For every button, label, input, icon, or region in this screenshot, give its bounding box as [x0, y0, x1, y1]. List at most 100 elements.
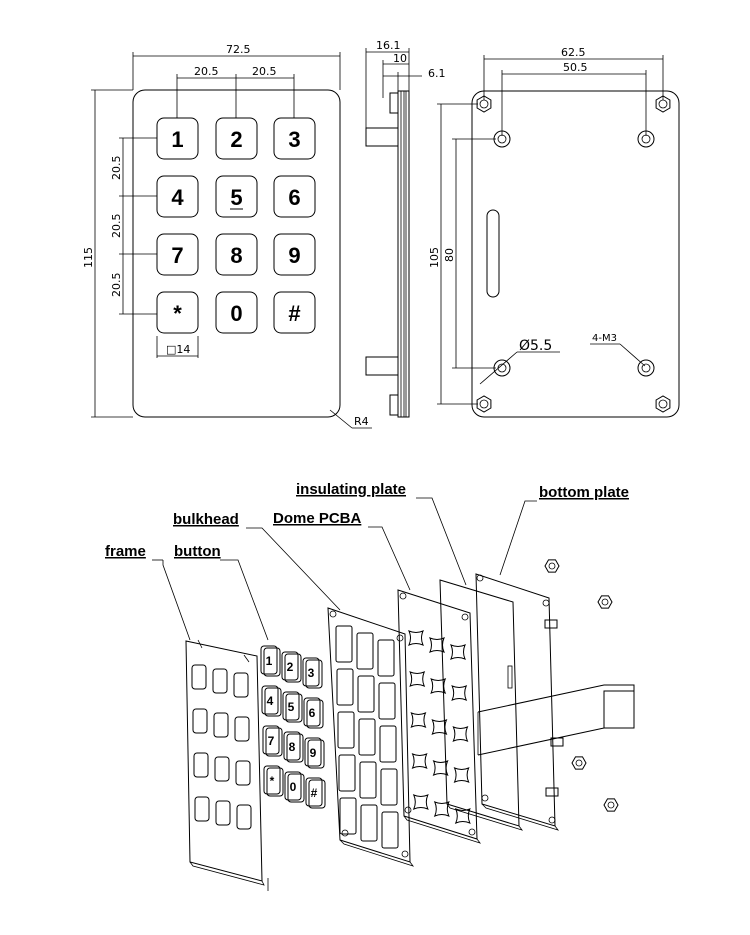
bulkhead-cell — [335, 625, 353, 663]
key-label: 9 — [288, 243, 300, 268]
frame-hole — [234, 716, 250, 742]
exploded-key-9: 9 — [304, 737, 325, 769]
exploded-bottom-plate — [475, 573, 564, 831]
bulkhead-cell — [381, 811, 399, 849]
key-label: 3 — [288, 127, 300, 152]
key-outline — [156, 175, 199, 218]
exploded-key-4: 4 — [261, 685, 282, 717]
corner-nut — [655, 95, 671, 113]
exploded-key-3: 3 — [302, 657, 323, 689]
dome-contact — [409, 671, 426, 687]
bulkhead-cell — [339, 797, 357, 835]
frame-hole — [213, 712, 229, 738]
bulkhead-cell — [360, 804, 378, 842]
dome-contact — [410, 712, 427, 728]
dome-contacts — [399, 592, 476, 836]
exploded-bulkhead — [327, 607, 415, 867]
bulkhead-cells — [329, 610, 409, 858]
exploded-key-label: 0 — [290, 780, 297, 794]
hex-nut — [544, 559, 560, 573]
mount-hole — [637, 130, 655, 148]
label-insulating-plate: insulating plate — [296, 481, 406, 498]
back-holes — [476, 95, 671, 413]
key-1: 1 — [156, 117, 199, 160]
key-3: 3 — [273, 117, 316, 160]
dim-radius: R4 — [354, 415, 369, 428]
exploded-key-label: # — [311, 786, 318, 800]
key-label: 1 — [171, 127, 183, 152]
frame-hole — [191, 664, 207, 690]
bulkhead-cell — [359, 761, 377, 799]
dim-hole-dia: Ø5.5 — [519, 338, 552, 354]
label-dome-pcba: Dome PCBA — [273, 510, 362, 527]
side-view: 16.1 10 6.1 — [365, 39, 446, 418]
mount-hole — [637, 359, 655, 377]
key-outline — [215, 291, 258, 334]
hex-nut — [597, 595, 613, 609]
dim-back-height: 105 — [428, 247, 441, 268]
dim-key-size: □14 — [166, 343, 190, 356]
exploded-key-label: 2 — [287, 660, 294, 674]
back-view: 62.5 50.5 105 80 Ø5.5 4-M3 — [428, 46, 680, 418]
exploded-key-6: 6 — [303, 697, 324, 729]
key-outline — [215, 233, 258, 276]
key-#: # — [273, 291, 316, 334]
exploded-key-label: 8 — [289, 740, 296, 754]
key-label: 7 — [171, 243, 183, 268]
exploded-key-#: # — [305, 777, 326, 809]
exploded-insulating-plate — [439, 579, 524, 831]
dome-contact — [452, 726, 469, 742]
exploded-dome-pcba — [397, 589, 482, 844]
label-button: button — [174, 543, 221, 560]
bulkhead-cell — [357, 675, 375, 713]
dim-back-width: 62.5 — [561, 46, 586, 59]
dome-contact — [429, 637, 445, 653]
frame-hole — [215, 800, 231, 826]
bulkhead-cell — [379, 725, 397, 763]
key-8: 8 — [215, 233, 258, 276]
hex-nut — [603, 798, 619, 812]
dome-contact — [430, 678, 447, 694]
exploded-key-8: 8 — [283, 731, 304, 763]
label-bulkhead: bulkhead — [173, 511, 239, 528]
dim-side-6: 6.1 — [428, 67, 446, 80]
exploded-key-2: 2 — [281, 651, 302, 683]
exploded-key-label: 4 — [267, 694, 274, 708]
key-2: 2 — [215, 117, 258, 160]
dim-back-hole-span: 50.5 — [563, 61, 588, 74]
exploded-key-label: 9 — [310, 746, 317, 760]
dome-contact — [433, 801, 450, 817]
dim-key-pitch-h2: 20.5 — [252, 65, 277, 78]
key-label: 6 — [288, 185, 300, 210]
key-outline — [156, 233, 199, 276]
exploded-key-label: * — [270, 774, 275, 788]
dome-contact — [432, 760, 449, 776]
label-bottom-plate: bottom plate — [539, 484, 629, 501]
bulkhead-cell — [337, 711, 355, 749]
label-frame: frame — [105, 543, 146, 560]
key-5: 5 — [215, 175, 258, 218]
key-outline — [156, 117, 199, 160]
frame-hole — [235, 760, 251, 786]
exploded-key-label: 3 — [308, 666, 315, 680]
frame-hole — [193, 752, 209, 778]
exploded-key-label: 7 — [268, 734, 275, 748]
exploded-key-7: 7 — [262, 725, 283, 757]
ribbon-cable — [477, 684, 635, 756]
key-label: 8 — [230, 243, 242, 268]
dim-side-total: 16.1 — [376, 39, 401, 52]
key-9: 9 — [273, 233, 316, 276]
corner-nut — [476, 395, 492, 413]
dim-overall-width: 72.5 — [226, 43, 251, 56]
corner-nut — [476, 95, 492, 113]
key-*: * — [156, 291, 199, 334]
key-label: * — [173, 301, 182, 326]
key-outline — [273, 175, 316, 218]
dome-contact — [411, 753, 428, 769]
dim-height: 115 — [82, 247, 95, 268]
frame-hole — [192, 708, 208, 734]
hex-nut — [571, 756, 587, 770]
mount-hole — [493, 130, 511, 148]
